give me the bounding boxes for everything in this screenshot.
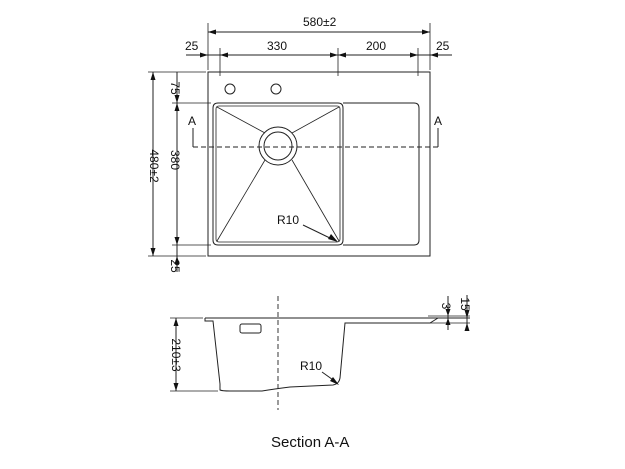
horizontal-dimensions: 580±2 25 330 200 25 [185, 15, 452, 76]
dim-overall-width: 580±2 [303, 15, 337, 29]
top-view: A A R10 [188, 71, 442, 257]
radius-leader-top [302, 224, 335, 241]
radius-label-top: R10 [277, 213, 299, 227]
slope-line-bl [216, 159, 266, 242]
slope-line-br [291, 159, 340, 242]
dim-overall-depth: 480±2 [147, 149, 161, 183]
dim-bowl-depth: 380 [168, 150, 182, 170]
drain-outer [258, 126, 298, 166]
dim-drainboard-width: 200 [366, 39, 386, 53]
dim-bowl-width: 330 [267, 39, 287, 53]
dim-bowl-height: 210±3 [169, 338, 183, 372]
faucet-hole-right [270, 83, 282, 95]
drainboard-outline [343, 102, 420, 246]
overflow-slot [239, 323, 262, 334]
bowl-inner-outline [215, 105, 341, 243]
section-bowl-bottom [230, 317, 439, 392]
faucet-hole-left [224, 83, 236, 95]
vertical-dimensions: 480±2 75 380 25 [147, 71, 211, 273]
radius-arrow-top [328, 234, 338, 242]
drain-inner [263, 131, 293, 161]
section-left-wall [204, 318, 231, 392]
slope-line-tl [216, 106, 266, 134]
radius-arrow-section [330, 377, 339, 385]
dim-flange-height: 15 [458, 297, 472, 311]
dim-left-margin: 25 [185, 39, 199, 53]
section-view: R10 210±3 3 15 Section A-A [169, 295, 472, 451]
dim-right-margin: 25 [436, 39, 450, 53]
dim-bottom-margin: 25 [168, 259, 182, 273]
radius-label-section: R10 [300, 359, 322, 373]
bowl-outline [212, 102, 344, 246]
dim-flange-thickness: 3 [439, 303, 453, 310]
section-mark-right: A [434, 114, 442, 128]
section-mark-left: A [188, 114, 196, 128]
dim-top-margin: 75 [168, 81, 182, 95]
slope-line-tr [291, 106, 340, 134]
section-caption: Section A-A [271, 434, 349, 451]
sink-outline [207, 71, 431, 257]
